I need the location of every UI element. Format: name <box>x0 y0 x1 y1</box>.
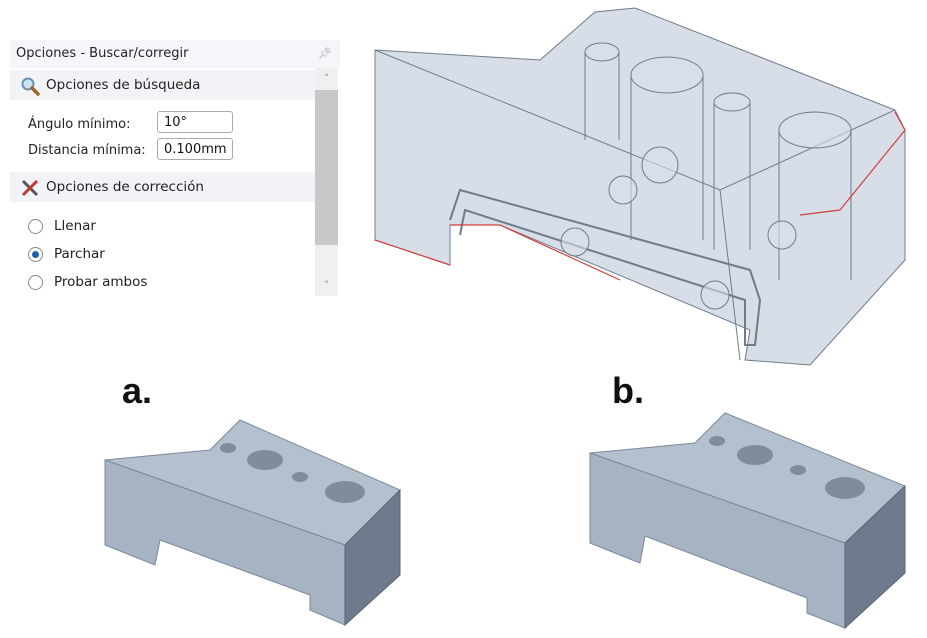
fix-options-header[interactable]: Opciones de corrección <box>10 172 315 202</box>
min-distance-input[interactable]: 0.100mm <box>157 138 233 160</box>
min-angle-label: Ángulo mínimo: <box>28 117 131 132</box>
scroll-down-icon[interactable]: ˅ <box>323 279 330 292</box>
label-b: b. <box>612 370 644 411</box>
tools-icon <box>21 179 39 197</box>
radio-circle[interactable] <box>28 219 43 234</box>
panel-title: Opciones - Buscar/corregir <box>16 46 189 61</box>
radio-circle[interactable] <box>28 275 43 290</box>
transparent-model-view <box>374 7 906 366</box>
solid-model-b <box>589 412 906 630</box>
radio-label: Probar ambos <box>54 274 148 290</box>
solid-model-a <box>104 419 401 627</box>
radio-label: Parchar <box>54 246 105 262</box>
fix-options-label: Opciones de corrección <box>46 179 204 195</box>
scrollbar-thumb[interactable] <box>315 90 338 245</box>
scroll-up-icon[interactable]: ˄ <box>323 72 330 85</box>
radio-circle[interactable] <box>28 247 43 262</box>
options-panel: Opciones - Buscar/corregir 📌︎ Opciones d… <box>10 40 340 298</box>
radio-llenar[interactable]: Llenar <box>28 216 96 236</box>
min-distance-label: Distancia mínima: <box>28 143 146 158</box>
search-options-header[interactable]: Opciones de búsqueda <box>10 70 315 100</box>
panel-titlebar: Opciones - Buscar/corregir 📌︎ <box>10 40 340 68</box>
scrollbar[interactable]: ˄ ˅ <box>315 68 338 296</box>
magnifier-icon <box>21 77 40 96</box>
radio-parchar[interactable]: Parchar <box>28 244 105 264</box>
radio-label: Llenar <box>54 218 96 234</box>
pin-icon[interactable]: 📌︎ <box>318 47 332 60</box>
radio-probar-ambos[interactable]: Probar ambos <box>28 272 147 292</box>
label-a: a. <box>122 370 153 411</box>
min-angle-input[interactable]: 10° <box>157 111 233 133</box>
search-options-label: Opciones de búsqueda <box>46 77 201 93</box>
